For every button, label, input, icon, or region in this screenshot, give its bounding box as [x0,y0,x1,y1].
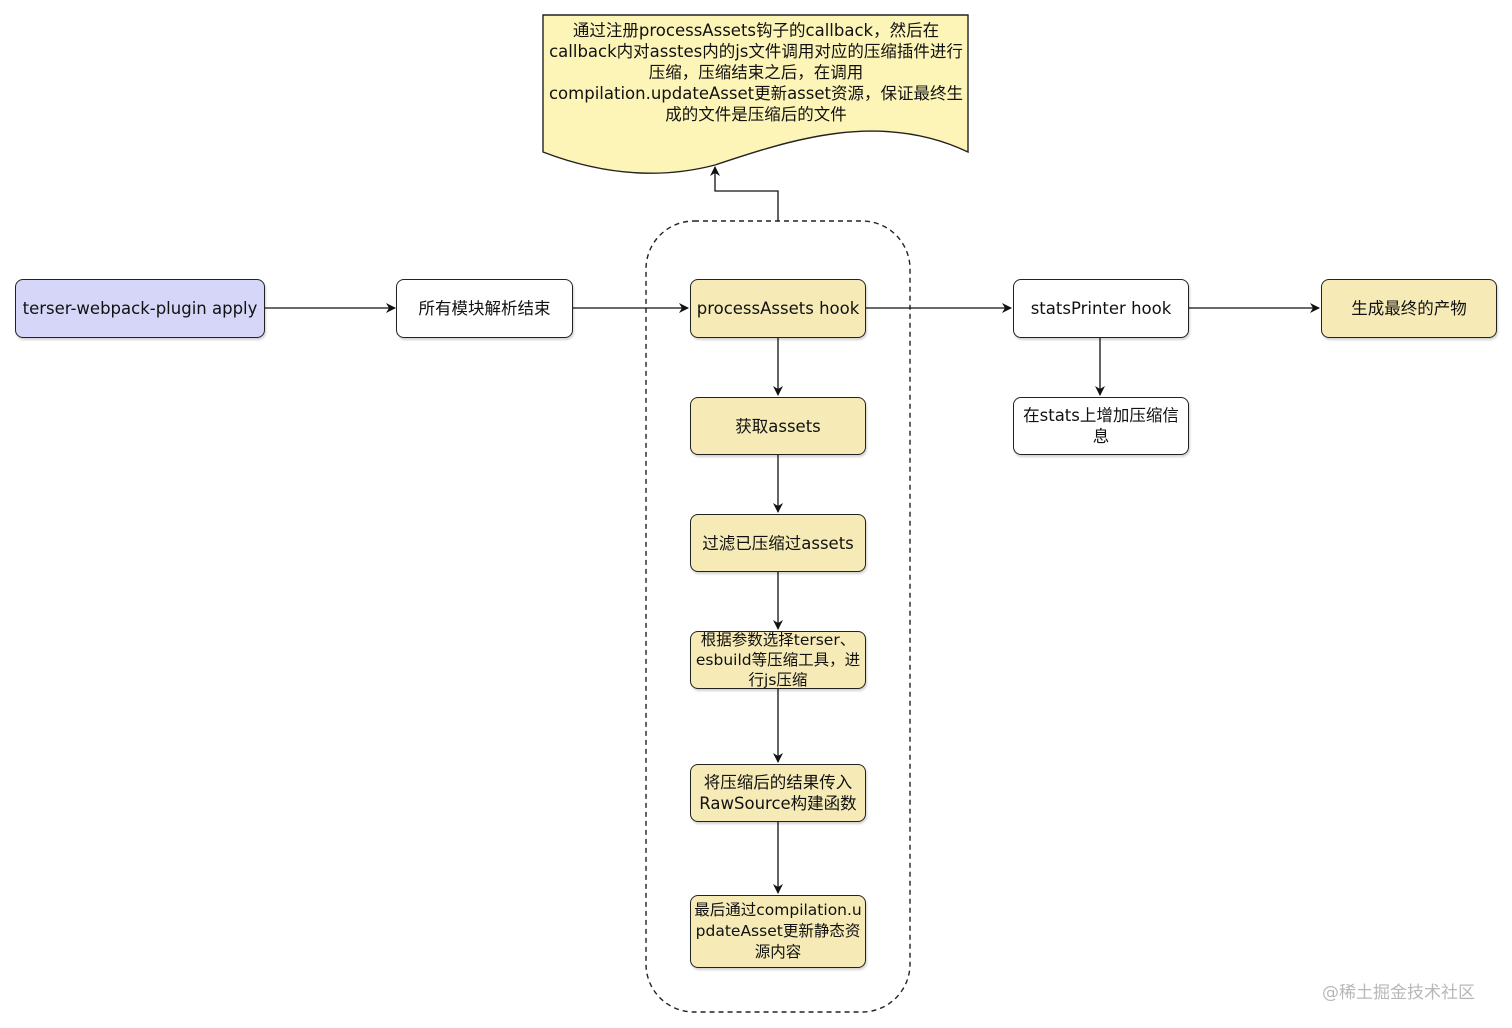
node-raw-source: 将压缩后的结果传入RawSource构建函数 [690,764,866,822]
note-text: 通过注册processAssets钩子的callback，然后在callback… [548,21,963,124]
node-filter-assets: 过滤已压缩过assets [690,514,866,572]
node-stats-info-label: 在stats上增加压缩信息 [1023,406,1179,446]
node-stats-printer-hook-label: statsPrinter hook [1030,299,1172,318]
node-update-asset-label: 最后通过compilation.updateAsset更新静态资源内容 [694,901,862,961]
note-shape [542,14,969,174]
node-compress-label: 根据参数选择terser、esbuild等压缩工具，进行js压缩 [695,631,861,689]
node-final-output: 生成最终的产物 [1321,279,1497,338]
node-stats-printer-hook: statsPrinter hook [1013,279,1189,338]
watermark: @稀土掘金技术社区 [1322,983,1475,1003]
node-get-assets: 获取assets [690,397,866,455]
node-filter-assets-label: 过滤已压缩过assets [702,533,854,553]
node-plugin-apply-label: terser-webpack-plugin apply [22,299,258,318]
node-get-assets-label: 获取assets [735,416,821,436]
node-modules-done-label: 所有模块解析结束 [418,299,551,318]
arrow-group-to-note [710,166,779,221]
node-process-assets-hook-label: processAssets hook [696,299,860,318]
node-plugin-apply: terser-webpack-plugin apply [15,279,265,338]
node-process-assets-hook: processAssets hook [690,279,866,338]
node-modules-done: 所有模块解析结束 [396,279,573,338]
node-compress: 根据参数选择terser、esbuild等压缩工具，进行js压缩 [690,631,866,689]
node-stats-info: 在stats上增加压缩信息 [1013,397,1189,455]
node-raw-source-label: 将压缩后的结果传入RawSource构建函数 [699,773,857,813]
node-final-output-label: 生成最终的产物 [1351,299,1467,318]
node-update-asset: 最后通过compilation.updateAsset更新静态资源内容 [690,895,866,968]
